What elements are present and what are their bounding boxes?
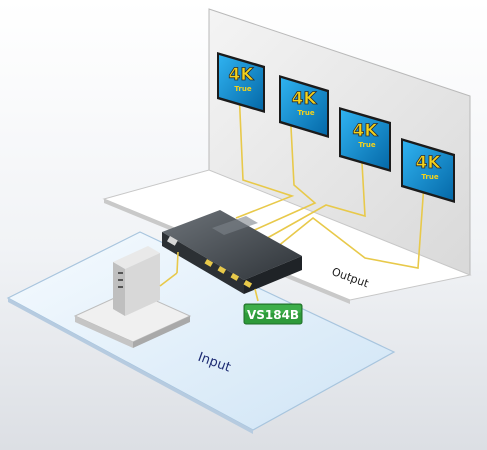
badge-4k-1: 4K True	[228, 65, 255, 93]
badge-4k-text: 4K	[352, 121, 378, 141]
badge-true-text: True	[421, 173, 438, 181]
monitor-3	[339, 107, 391, 172]
output-port	[243, 280, 253, 288]
input-port	[167, 236, 178, 246]
input-floor	[6, 231, 396, 434]
source-computer	[73, 246, 192, 348]
monitor-2	[279, 75, 329, 138]
splitter-device	[162, 210, 302, 302]
output-port	[217, 265, 227, 274]
model-label-text: VS184B	[247, 308, 299, 322]
badge-4k-text: 4K	[415, 153, 441, 173]
badge-4k-text: 4K	[228, 65, 254, 85]
badge-4k-text: 4K	[291, 89, 317, 109]
output-port	[230, 273, 240, 281]
badge-true-text: True	[358, 141, 375, 149]
badge-4k-4: 4K True	[415, 153, 442, 181]
badge-true-text: True	[297, 109, 314, 117]
monitor-4	[401, 138, 455, 203]
badge-4k-2: 4K True	[291, 89, 318, 117]
hdmi-cables	[214, 89, 426, 269]
badge-true-text: True	[234, 85, 251, 93]
monitor-1	[217, 52, 265, 113]
output-port	[204, 259, 214, 267]
model-label: VS184B	[243, 303, 303, 325]
badge-4k-3: 4K True	[352, 121, 379, 149]
